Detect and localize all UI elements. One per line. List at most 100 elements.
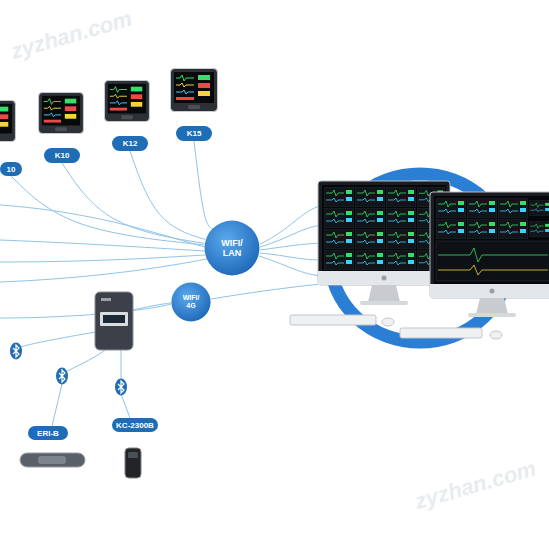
watermark: zyzhan.com xyxy=(412,456,539,515)
central-station-computer xyxy=(368,285,400,302)
central-station-computer xyxy=(322,185,446,271)
central-station-computer xyxy=(468,313,516,317)
network-link xyxy=(11,176,204,245)
connection-lines xyxy=(259,256,322,276)
gateway-device xyxy=(101,298,111,301)
connection-lines xyxy=(121,394,130,418)
bluetooth-icons xyxy=(10,343,127,396)
wearable-devices xyxy=(20,448,141,478)
central-station-computer xyxy=(400,192,549,339)
hub-circle-fill xyxy=(171,282,210,321)
central-station-computer xyxy=(355,208,385,228)
central-station-computer xyxy=(400,328,482,338)
central-station-computer xyxy=(360,301,408,305)
node-text: ERI-B xyxy=(37,429,59,438)
bedside-monitors xyxy=(171,69,218,112)
gateway-device xyxy=(95,292,133,350)
central-station-computer xyxy=(436,241,549,281)
central-station-computer xyxy=(290,181,450,326)
central-station-computer xyxy=(417,188,445,207)
connection-lines xyxy=(260,253,322,260)
sync-ring xyxy=(330,174,510,342)
device-label: ERI-B xyxy=(28,426,68,440)
connection-lines xyxy=(121,350,122,380)
network-link xyxy=(130,151,205,240)
wearable-devices xyxy=(20,453,85,467)
connection-lines xyxy=(0,255,205,262)
connection-lines xyxy=(20,332,96,347)
central-station-computer xyxy=(386,250,416,270)
central-station-computer xyxy=(436,198,466,218)
connection-lines xyxy=(260,205,322,244)
gateway-device xyxy=(100,312,128,326)
connection-lines xyxy=(52,384,62,426)
bluetooth-icons xyxy=(56,368,68,385)
central-station-computer xyxy=(355,250,385,270)
wearable-devices xyxy=(38,456,66,464)
connection-lines xyxy=(260,243,322,250)
wearable-devices xyxy=(125,448,141,478)
bedside-monitors xyxy=(105,80,150,121)
central-station-computer xyxy=(324,187,354,207)
device-label: KC-2300B xyxy=(112,418,158,432)
bluetooth-icons xyxy=(10,343,22,360)
central-station-computer xyxy=(355,229,385,249)
central-station-computer xyxy=(467,219,497,239)
gateway-device xyxy=(103,315,125,323)
central-station-computer xyxy=(430,192,549,298)
connection-lines xyxy=(211,283,330,299)
node-text: K10 xyxy=(55,151,70,160)
central-station-computer xyxy=(386,187,416,207)
central-station-computer xyxy=(324,250,354,270)
central-station-computer xyxy=(529,201,549,216)
network-hub: WIFI/ 4G xyxy=(171,282,211,322)
node-text: WIFI/ LAN xyxy=(216,238,248,258)
central-station-computer xyxy=(498,219,528,239)
central-station-computer xyxy=(436,219,466,239)
connection-lines xyxy=(66,350,105,372)
central-station-computer xyxy=(324,208,354,228)
wearable-devices xyxy=(128,452,138,458)
central-station-computer xyxy=(490,331,502,339)
model-label: K15 xyxy=(176,126,212,141)
network-link xyxy=(194,141,212,229)
model-label: K12 xyxy=(112,136,148,151)
central-station-computer xyxy=(529,222,549,237)
central-station-computer xyxy=(386,208,416,228)
central-station-computer xyxy=(417,209,445,228)
network-link xyxy=(62,163,204,243)
central-station-computer xyxy=(324,229,354,249)
gateway-device xyxy=(95,292,133,350)
bedside-monitors xyxy=(0,69,218,142)
central-station-computer xyxy=(438,265,548,275)
node-text: WIFI/ 4G xyxy=(179,294,203,310)
central-station-computer xyxy=(318,181,450,285)
central-station-computer xyxy=(490,289,495,294)
central-station-computer xyxy=(467,198,497,218)
connection-lines xyxy=(0,240,205,251)
bedside-monitors xyxy=(0,100,15,141)
connection-lines xyxy=(0,259,207,282)
hub-circle-fill xyxy=(205,221,260,276)
node-text: KC-2300B xyxy=(116,421,154,430)
node-text: K12 xyxy=(123,139,138,148)
connection-lines xyxy=(260,225,322,247)
connection-lines xyxy=(133,303,171,310)
connection-lines xyxy=(0,205,330,426)
central-station-computer xyxy=(476,298,508,314)
central-station-computer xyxy=(386,229,416,249)
watermark: zyzhan.com xyxy=(8,6,135,65)
central-station-computer xyxy=(434,196,549,284)
model-label: K10 xyxy=(44,148,80,163)
node-text: K15 xyxy=(187,129,202,138)
central-station-computer xyxy=(430,284,549,298)
central-station-computer xyxy=(417,251,445,270)
bluetooth-icons xyxy=(115,379,127,396)
central-station-computer xyxy=(355,187,385,207)
central-station-computer xyxy=(382,276,387,281)
central-station-computer xyxy=(290,315,376,325)
network-hub: WIFI/ LAN xyxy=(204,220,260,276)
